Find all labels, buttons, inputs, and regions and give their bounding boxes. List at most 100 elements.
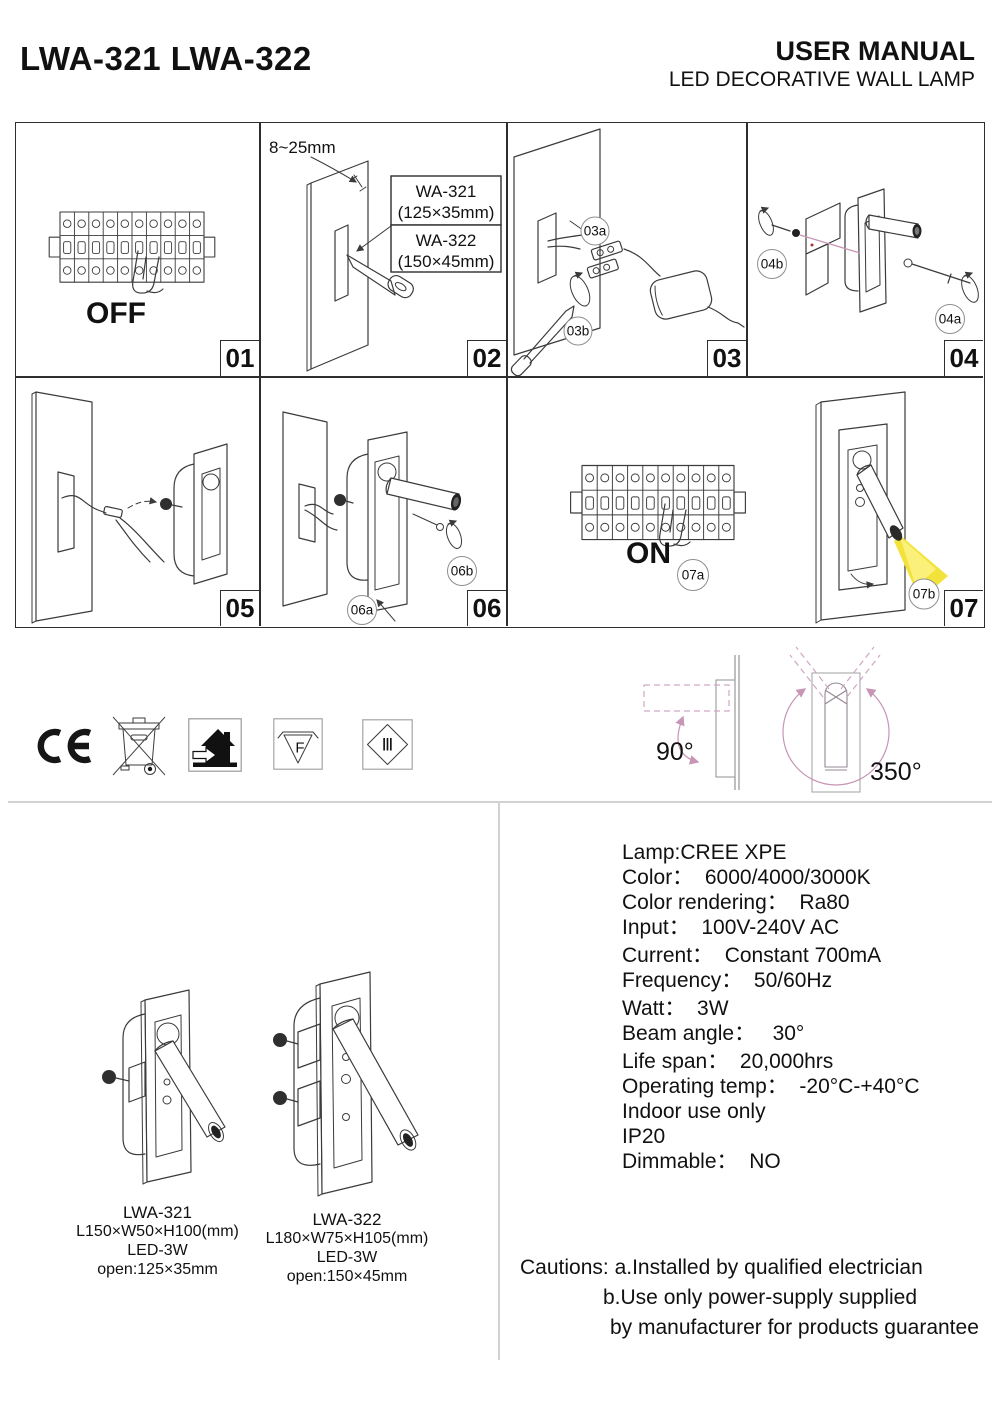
caution-b: b.Use only power-supply supplied (603, 1286, 918, 1309)
f-mark-letter: F (295, 739, 304, 756)
grid-line (506, 378, 508, 626)
callout-04a (935, 304, 965, 334)
circuit-breaker-illustration (48, 211, 216, 283)
callout-03a (580, 216, 610, 246)
model-b-label: WA-322 (416, 231, 477, 250)
callout-07a (677, 559, 709, 591)
horizontal-divider (8, 801, 992, 803)
grid-line (259, 123, 261, 376)
callout-07b (908, 578, 940, 610)
spec-line: Lamp:CREE XPE (622, 841, 787, 864)
spec-line: Life span： 20,000hrs (622, 1050, 834, 1073)
vertical-divider (498, 802, 500, 1360)
ce-mark-icon (37, 728, 92, 764)
spec-line: Indoor use only (622, 1100, 766, 1123)
product-power: LED-3W (127, 1242, 188, 1259)
led-driver-box (649, 270, 713, 320)
caution-a: a.Installed by qualified electrician (614, 1256, 923, 1279)
callout-06b (447, 556, 477, 586)
size-a-label: (125×35mm) (398, 203, 495, 222)
callout-04a-label: 04a (939, 312, 962, 327)
step04-number: 04 (944, 340, 983, 376)
spec-line: Color： 6000/4000/3000K (622, 866, 871, 889)
step07-number: 07 (944, 590, 983, 626)
size-b-label: (150×45mm) (398, 252, 495, 271)
lwa-321-drawing (102, 989, 226, 1185)
callout-07b-label: 07b (913, 587, 936, 602)
weee-bin-icon (112, 716, 166, 776)
product-open-size: open:125×35mm (97, 1261, 218, 1278)
callout-03b (563, 316, 593, 346)
step03-illustration: 03a 03b (510, 128, 745, 376)
depth-leader-line (310, 156, 357, 183)
step02-number: 02 (467, 340, 506, 376)
cautions-title: Cautions: (520, 1256, 609, 1279)
step06-number: 06 (467, 590, 506, 626)
grid-line (16, 376, 983, 378)
cautions-line-1: Cautions: a.Installed by qualified elect… (520, 1256, 923, 1280)
step03-number: 03 (707, 340, 746, 376)
model-a-label: WA-321 (416, 182, 477, 201)
lwa-322-drawing (273, 971, 419, 1197)
spec-line: Current： Constant 700mA (622, 944, 882, 967)
tilt-90-diagram (643, 655, 740, 790)
installation-steps-grid: OFF 01 8~25mm WA-321 (125×35mm) WA-322 (… (15, 122, 985, 628)
step02-illustration: 8~25mm WA-321 (125×35mm) WA-322 (150×45m… (269, 138, 502, 372)
f-mark-icon: F (273, 718, 323, 770)
spec-line: Dimmable： NO (622, 1150, 781, 1173)
product-model: LWA-321 (123, 1203, 192, 1222)
spec-line: Frequency： 50/60Hz (622, 969, 833, 992)
adjust-knob (334, 494, 346, 506)
callout-04b-label: 04b (761, 257, 784, 272)
step01-number: 01 (220, 340, 259, 376)
grid-line (746, 123, 748, 376)
caution-c: by manufacturer for products guarantee (610, 1316, 979, 1339)
spec-line: Operating temp： -20°C-+40°C (622, 1075, 920, 1098)
swivel-350-diagram (782, 646, 890, 793)
swivel-angle-label: 350° (870, 758, 922, 786)
indoor-use-icon (188, 718, 242, 772)
rotation-diagrams: 90° 350° (643, 646, 922, 793)
power-off-label: OFF (86, 297, 146, 330)
grid-line (506, 123, 508, 376)
circuit-breaker-illustration (570, 464, 746, 541)
lwa-321-label: LWA-321 L150×W50×H100(mm) LED-3W open:12… (75, 1203, 240, 1279)
saw-handle (387, 274, 414, 299)
cautions-line-2: b.Use only power-supply supplied (603, 1286, 917, 1310)
spec-line: Watt： 3W (622, 997, 729, 1020)
tube-attachment-illustration (282, 411, 463, 622)
power-on-label: ON (626, 537, 671, 570)
product-power: LED-3W (316, 1249, 378, 1266)
product-size: L150×W50×H100(mm) (76, 1223, 239, 1240)
product-size: L180×W75×H105(mm) (265, 1230, 429, 1247)
manual-subtitle: LED DECORATIVE WALL LAMP (668, 68, 975, 91)
step05-number: 05 (220, 590, 259, 626)
callout-03a-label: 03a (584, 224, 607, 239)
callout-03b-label: 03b (567, 324, 590, 339)
lamp-mounting-illustration (758, 188, 979, 313)
tilt-angle-label: 90° (656, 738, 694, 766)
specifications-list: Lamp:CREE XPE Color： 6000/4000/3000K Col… (622, 840, 920, 1174)
spec-line: Input： 100V-240V AC (622, 916, 840, 939)
depth-dimension-label: 8~25mm (269, 138, 336, 157)
callout-07a-label: 07a (682, 568, 705, 583)
step05-illustration (31, 391, 228, 624)
model-size-callout-boxes: WA-321 (125×35mm) WA-322 (150×45mm) (356, 175, 502, 273)
callout-06b-label: 06b (451, 564, 474, 579)
spec-line: Color rendering： Ra80 (622, 891, 850, 914)
class-iii-icon: Ⅲ (362, 719, 413, 770)
spec-line: IP20 (622, 1125, 666, 1148)
manual-title: USER MANUAL (775, 36, 976, 66)
step07-illustration: ON 07a 07b (570, 391, 948, 624)
step04-illustration: 04b 04a (757, 188, 979, 334)
screw-nut (792, 229, 800, 237)
step01-illustration: OFF (48, 211, 216, 330)
pointing-hand-illustration (659, 503, 691, 547)
page-title-models: LWA-321 LWA-322 (20, 40, 312, 77)
product-model: LWA-322 (312, 1210, 382, 1229)
grid-line (259, 378, 261, 626)
callout-06a-label: 06a (351, 603, 374, 618)
pointing-hand-illustration (132, 250, 164, 294)
step06-illustration: 06a 06b (282, 411, 477, 625)
